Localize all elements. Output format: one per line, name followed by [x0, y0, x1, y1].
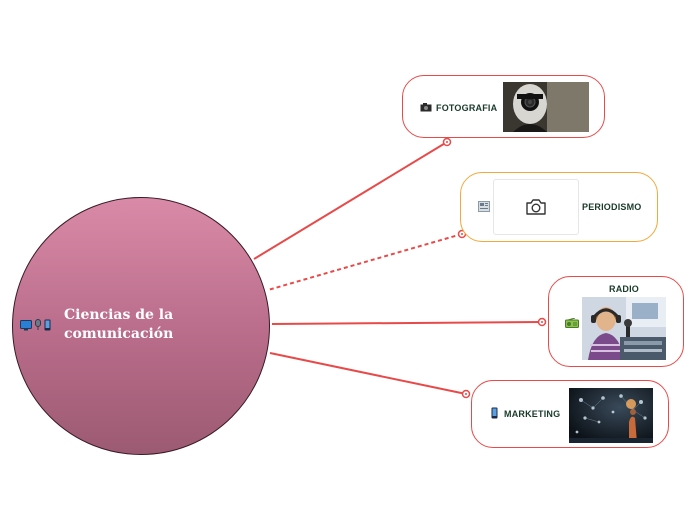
camera-icon — [420, 103, 432, 112]
topic-fotografia-label: FOTOGRAFIA — [436, 103, 498, 113]
radio-icon — [565, 318, 579, 328]
camera-placeholder-icon — [526, 199, 546, 215]
central-topic-title: Ciencias de la comunicación — [64, 306, 234, 344]
connector-marketing — [269, 352, 471, 399]
connector-fotografia — [253, 137, 452, 260]
periodismo-image-placeholder — [493, 179, 579, 235]
central-topic-icons — [20, 319, 51, 331]
smartphone-icon — [44, 319, 51, 331]
topic-marketing-label: MARKETING — [504, 409, 561, 419]
photographer-photo — [503, 82, 589, 132]
microphone-icon — [35, 319, 41, 330]
newspaper-icon — [478, 201, 490, 212]
smartphone-icon — [491, 407, 498, 419]
digital-marketing-photo — [569, 388, 653, 443]
connector-radio — [271, 317, 547, 327]
central-title-line-1: Ciencias de la — [64, 307, 174, 323]
tv-icon — [20, 320, 32, 331]
topic-radio-label: RADIO — [609, 284, 639, 294]
connector-periodismo — [267, 229, 467, 291]
central-title-line-2: comunicación — [64, 326, 174, 342]
central-topic-node[interactable] — [12, 197, 270, 455]
topic-periodismo-label: PERIODISMO — [582, 202, 642, 212]
radio-host-photo — [582, 297, 666, 360]
